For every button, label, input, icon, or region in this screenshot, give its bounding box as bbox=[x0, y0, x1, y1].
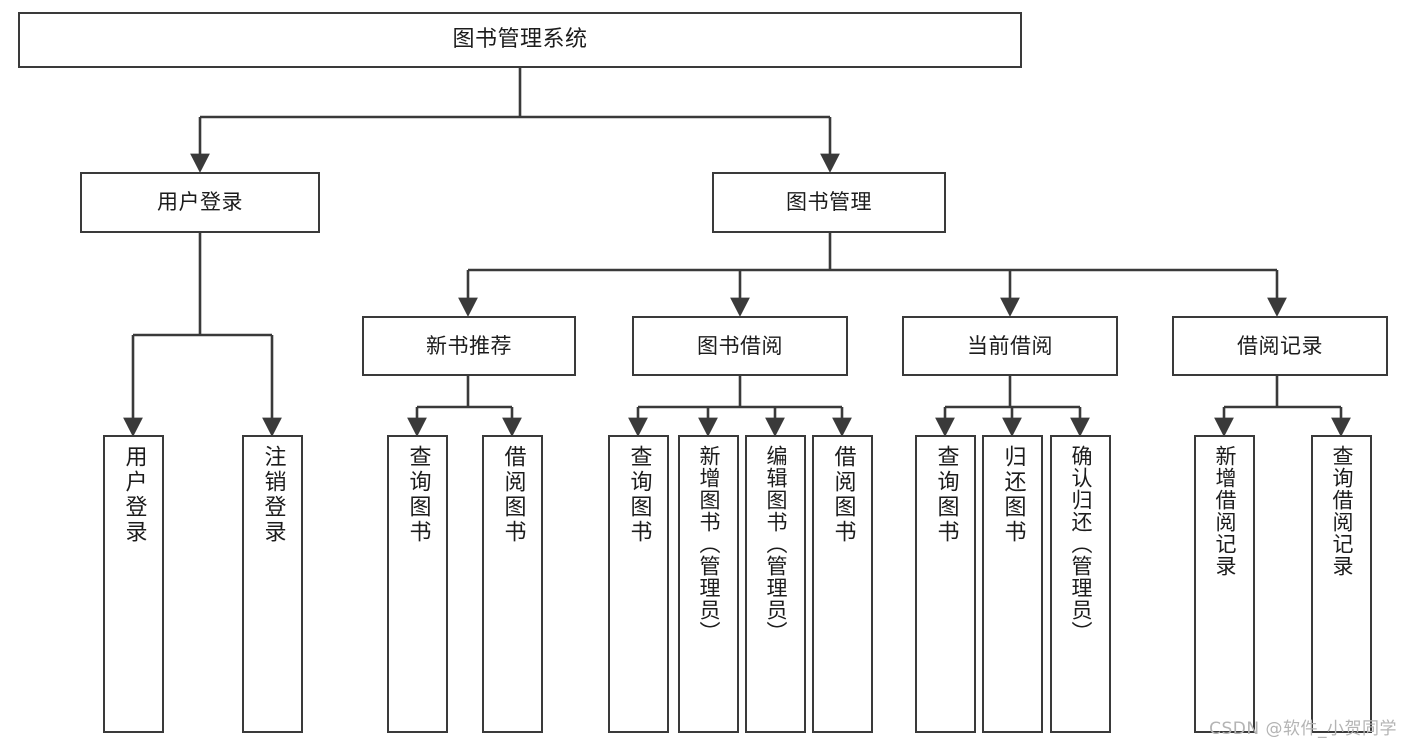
node-new-book-recommendation[interactable]: 新书推荐 bbox=[362, 316, 576, 376]
node-leaf-query-borrow-record[interactable]: 查询借阅记录 bbox=[1311, 435, 1372, 733]
node-label: 编辑图书（管理员） bbox=[764, 445, 788, 643]
node-label: 新增图书（管理员） bbox=[697, 445, 721, 643]
node-label: 图书管理 bbox=[786, 190, 872, 215]
node-leaf-logout[interactable]: 注销登录 bbox=[242, 435, 303, 733]
node-leaf-borrow-book-2[interactable]: 借阅图书 bbox=[812, 435, 873, 733]
node-user-login[interactable]: 用户登录 bbox=[80, 172, 320, 233]
node-label: 图书管理系统 bbox=[452, 27, 588, 53]
node-leaf-add-book-admin[interactable]: 新增图书（管理员） bbox=[678, 435, 739, 733]
node-label: 归还图书 bbox=[1000, 445, 1026, 545]
node-label: 注销登录 bbox=[260, 445, 286, 545]
node-label: 查询图书 bbox=[626, 445, 652, 545]
csdn-watermark: CSDN @软件_小贺同学 bbox=[1209, 719, 1397, 739]
node-leaf-edit-book-admin[interactable]: 编辑图书（管理员） bbox=[745, 435, 806, 733]
node-book-management[interactable]: 图书管理 bbox=[712, 172, 946, 233]
node-borrow-record[interactable]: 借阅记录 bbox=[1172, 316, 1388, 376]
node-current-borrow[interactable]: 当前借阅 bbox=[902, 316, 1118, 376]
node-label: 查询图书 bbox=[933, 445, 959, 545]
node-book-borrow[interactable]: 图书借阅 bbox=[632, 316, 848, 376]
node-leaf-add-borrow-record[interactable]: 新增借阅记录 bbox=[1194, 435, 1255, 733]
node-label: 查询借阅记录 bbox=[1330, 445, 1354, 577]
node-leaf-query-book-1[interactable]: 查询图书 bbox=[387, 435, 448, 733]
node-label: 新书推荐 bbox=[426, 333, 512, 358]
node-leaf-user-login[interactable]: 用户登录 bbox=[103, 435, 164, 733]
node-label: 用户登录 bbox=[121, 445, 147, 545]
node-leaf-borrow-book-1[interactable]: 借阅图书 bbox=[482, 435, 543, 733]
node-label: 借阅图书 bbox=[830, 445, 856, 545]
node-label: 借阅图书 bbox=[500, 445, 526, 545]
node-leaf-confirm-return-admin[interactable]: 确认归还（管理员） bbox=[1050, 435, 1111, 733]
node-leaf-query-book-2[interactable]: 查询图书 bbox=[608, 435, 669, 733]
node-label: 查询图书 bbox=[405, 445, 431, 545]
node-leaf-query-book-3[interactable]: 查询图书 bbox=[915, 435, 976, 733]
node-label: 当前借阅 bbox=[967, 333, 1053, 358]
node-root-system[interactable]: 图书管理系统 bbox=[18, 12, 1022, 68]
node-leaf-return-book[interactable]: 归还图书 bbox=[982, 435, 1043, 733]
node-label: 新增借阅记录 bbox=[1213, 445, 1237, 577]
node-label: 图书借阅 bbox=[697, 333, 783, 358]
node-label: 确认归还（管理员） bbox=[1069, 445, 1093, 643]
node-label: 用户登录 bbox=[157, 190, 243, 215]
node-label: 借阅记录 bbox=[1237, 333, 1323, 358]
